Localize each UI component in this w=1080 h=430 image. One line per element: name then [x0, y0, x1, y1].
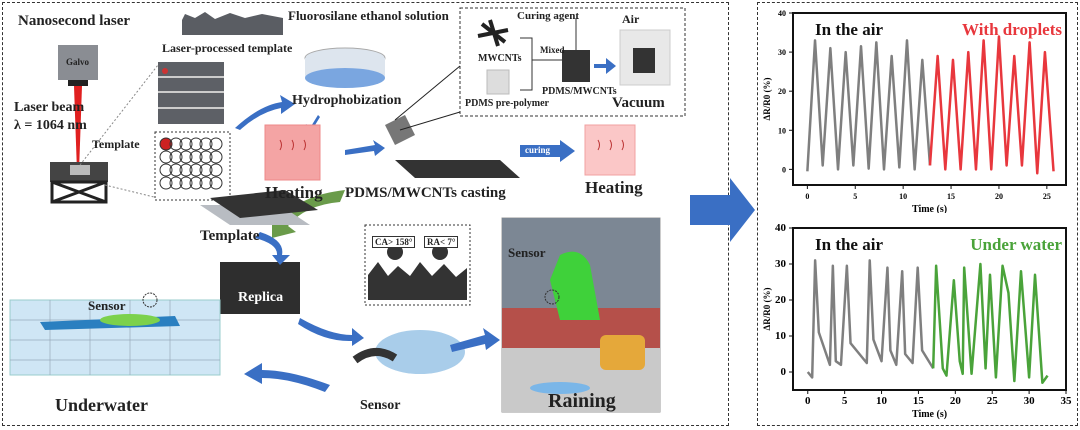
y-tick-label: 30: [778, 48, 786, 57]
label-hydrophobization: Hydrophobization: [292, 93, 402, 108]
y-tick-label: 40: [775, 222, 787, 234]
annotation-condition: Under water: [970, 235, 1062, 254]
y-tick-label: 20: [775, 294, 787, 306]
label-fluorosilane: Fluorosilane ethanol solution: [288, 8, 449, 23]
child-raincoat: [550, 251, 600, 320]
label-galvo: Galvo: [66, 57, 90, 67]
swimmer-sensor-circle: [142, 292, 158, 308]
x-tick-label: 25: [1043, 192, 1051, 201]
x-tick-label: 5: [853, 192, 857, 201]
x-tick-label: 15: [913, 395, 925, 407]
series-line-under-water: [931, 262, 1049, 385]
label-replica: Replica: [238, 290, 284, 305]
x-axis-label: Time (s): [912, 409, 947, 420]
x-tick-label: 0: [805, 395, 811, 407]
y-axis-label: ΔR/R0 (%): [762, 288, 772, 331]
plot-area: [792, 12, 1067, 186]
label-heating-2: Heating: [585, 178, 643, 197]
plot-area: [792, 227, 1067, 391]
laser-beam: [74, 86, 82, 172]
label-casting: PDMS/MWCNTs casting: [345, 185, 506, 201]
arrow-to-casting: [345, 140, 385, 156]
y-tick-label: 20: [778, 87, 786, 96]
casting-plate: [395, 160, 520, 178]
y-tick-label: 10: [775, 330, 787, 342]
label-mwcnts: MWCNTs: [478, 53, 522, 64]
series-line-with-droplets: [928, 35, 1055, 175]
label-nanosecond-laser: Nanosecond laser: [18, 13, 131, 29]
x-tick-label: 0: [805, 192, 809, 201]
x-tick-label: 10: [899, 192, 907, 201]
annotation-condition: With droplets: [962, 20, 1062, 39]
label-pdms-mwcnts-inset: PDMS/MWCNTs: [542, 86, 617, 97]
series-line-in-the-air: [806, 259, 935, 379]
x-axis-label: Time (s): [912, 204, 947, 213]
rain-bag: [600, 335, 645, 370]
green-arrow: [272, 190, 345, 238]
y-axis-label: ΔR/R0 (%): [762, 78, 772, 121]
sensor-hand: [375, 330, 465, 374]
x-tick-label: 30: [1024, 395, 1036, 407]
x-tick-label: 20: [995, 192, 1003, 201]
label-sensor-center: Sensor: [360, 398, 401, 413]
x-tick-label: 15: [947, 192, 955, 201]
label-laser-processed-template: Laser-processed template: [162, 41, 293, 55]
x-tick-label: 35: [1061, 395, 1073, 407]
arrow-to-hydrophobization: [235, 95, 295, 130]
label-heating-1: Heating: [265, 183, 323, 202]
annotation-in-the-air: In the air: [815, 20, 883, 39]
rough-surface: [182, 12, 283, 35]
label-sensor-rain: Sensor: [508, 245, 546, 260]
label-curing-agent: Curing agent: [517, 10, 580, 22]
y-tick-label: 40: [778, 9, 786, 18]
label-air: Air: [622, 12, 640, 26]
label-template-2: Template: [200, 228, 260, 244]
label-vacuum: Vacuum: [612, 95, 665, 111]
label-laser-beam: Laser beam: [14, 100, 85, 115]
y-tick-label: 10: [778, 126, 786, 135]
y-tick-label: 30: [775, 258, 787, 270]
x-tick-label: 10: [876, 395, 888, 407]
label-ra: RA< 7°: [424, 236, 459, 248]
charts-panel: [757, 2, 1078, 426]
label-mixed: Mixed: [540, 45, 565, 55]
arrow-replica-to-sensor: [298, 318, 364, 346]
heating-box-1: [264, 124, 321, 181]
series-line-in-the-air: [806, 39, 932, 172]
y-tick-label: 0: [782, 165, 786, 174]
arrow-to-underwater: [244, 363, 330, 392]
x-tick-label: 25: [987, 395, 999, 407]
replica-block: [220, 262, 300, 314]
label-raining: Raining: [548, 390, 616, 412]
x-tick-label: 20: [950, 395, 962, 407]
pool-scene: [9, 299, 221, 376]
label-underwater: Underwater: [55, 395, 148, 415]
annotation-in-the-air: In the air: [815, 235, 883, 254]
prepolymer-beaker: [486, 69, 510, 95]
label-sensor-water: Sensor: [88, 298, 126, 313]
x-tick-label: 5: [842, 395, 848, 407]
rain-sensor-circle: [544, 289, 560, 305]
arrow-template-to-replica: [255, 232, 290, 265]
arrow-to-raining: [450, 328, 500, 352]
label-wavelength: λ = 1064 nm: [14, 118, 87, 133]
label-curing: curing: [525, 145, 551, 155]
curing-arrow: [520, 145, 560, 157]
galvo-box: [58, 45, 98, 80]
arrow-to-charts: [690, 178, 755, 242]
y-tick-label: 0: [781, 366, 787, 378]
label-pdms-prepolymer: PDMS pre-polymer: [465, 98, 549, 109]
replica-peel: [210, 190, 318, 218]
label-template: Template: [92, 137, 140, 151]
label-ca: CA> 158°: [372, 236, 416, 248]
mixed-beaker: [562, 50, 590, 82]
